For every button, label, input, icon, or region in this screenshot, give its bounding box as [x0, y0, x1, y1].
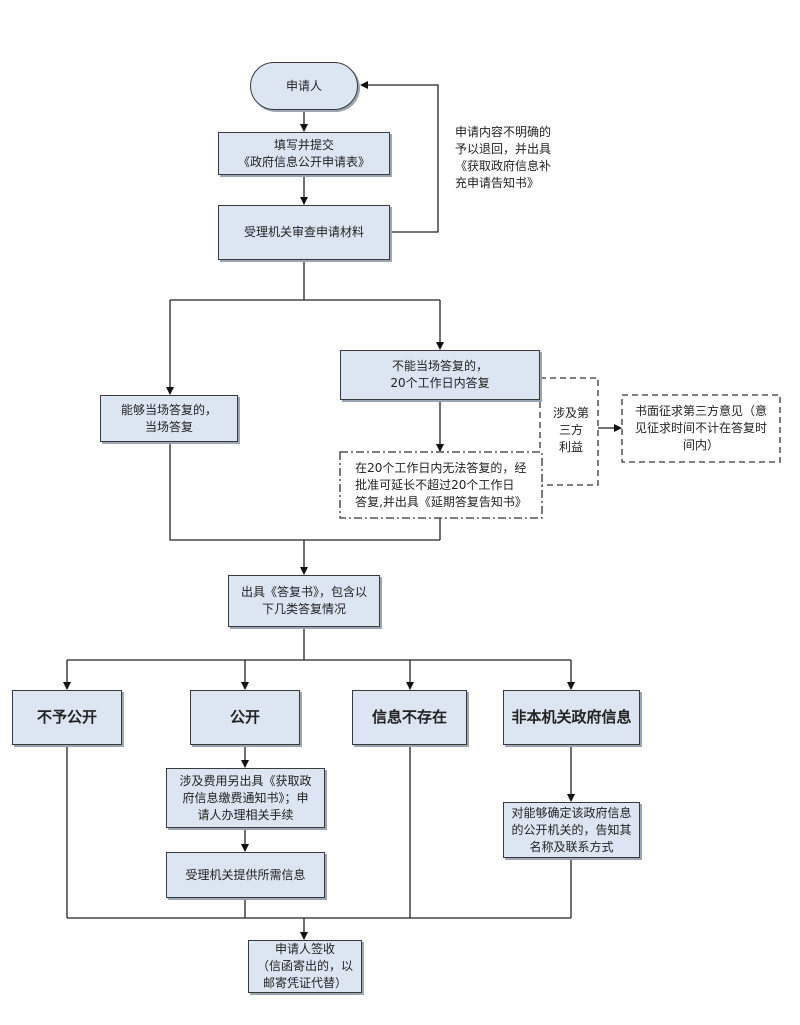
node-not-public: 不予公开 — [12, 690, 122, 745]
third-party-dashed-frame — [539, 377, 599, 486]
node-sign: 申请人签收 （信函寄出的，以 邮寄凭证代替） — [248, 940, 362, 993]
node-immediate: 能够当场答复的， 当场答复 — [100, 395, 238, 442]
node-fill-form: 填写并提交 《政府信息公开申请表》 — [218, 132, 390, 175]
node-provide-info: 受理机关提供所需信息 — [166, 852, 325, 898]
node-reply-letter: 出具《答复书》，包含以 下几类答复情况 — [228, 575, 380, 627]
node-not-exist: 信息不存在 — [352, 690, 467, 745]
third-party-opinion-frame — [621, 394, 781, 463]
node-applicant: 申请人 — [250, 62, 358, 110]
node-third-party-opinion: 书面征求第三方意见（意 见征求时间不计在答复时 间内） — [634, 404, 767, 452]
node-public: 公开 — [190, 690, 300, 745]
return-note: 申请内容不明确的 予以退回，并出具 《获取政府信息补 充申请告知书》 — [455, 125, 552, 190]
node-not-this-agency: 非本机关政府信息 — [503, 690, 640, 745]
node-fee: 涉及费用另出具《获取政 府信息缴费通知书》；申 请人办理相关手续 — [166, 768, 325, 828]
extension-frame — [339, 451, 543, 519]
node-extension: 在20个工作日内无法答复的，经 批准可延长不超过20个工作日 答复,并出具《延期… — [355, 460, 527, 509]
node-review: 受理机关审查申请材料 — [218, 205, 390, 260]
return-loop — [360, 81, 439, 233]
node-inform-agency: 对能够确定该政府信息 的公开机关的，告知其 名称及联系方式 — [503, 802, 640, 858]
node-within-20-days: 不能当场答复的， 20个工作日内答复 — [340, 350, 540, 400]
third-party-label: 涉及第 三方 利益 — [552, 406, 589, 454]
